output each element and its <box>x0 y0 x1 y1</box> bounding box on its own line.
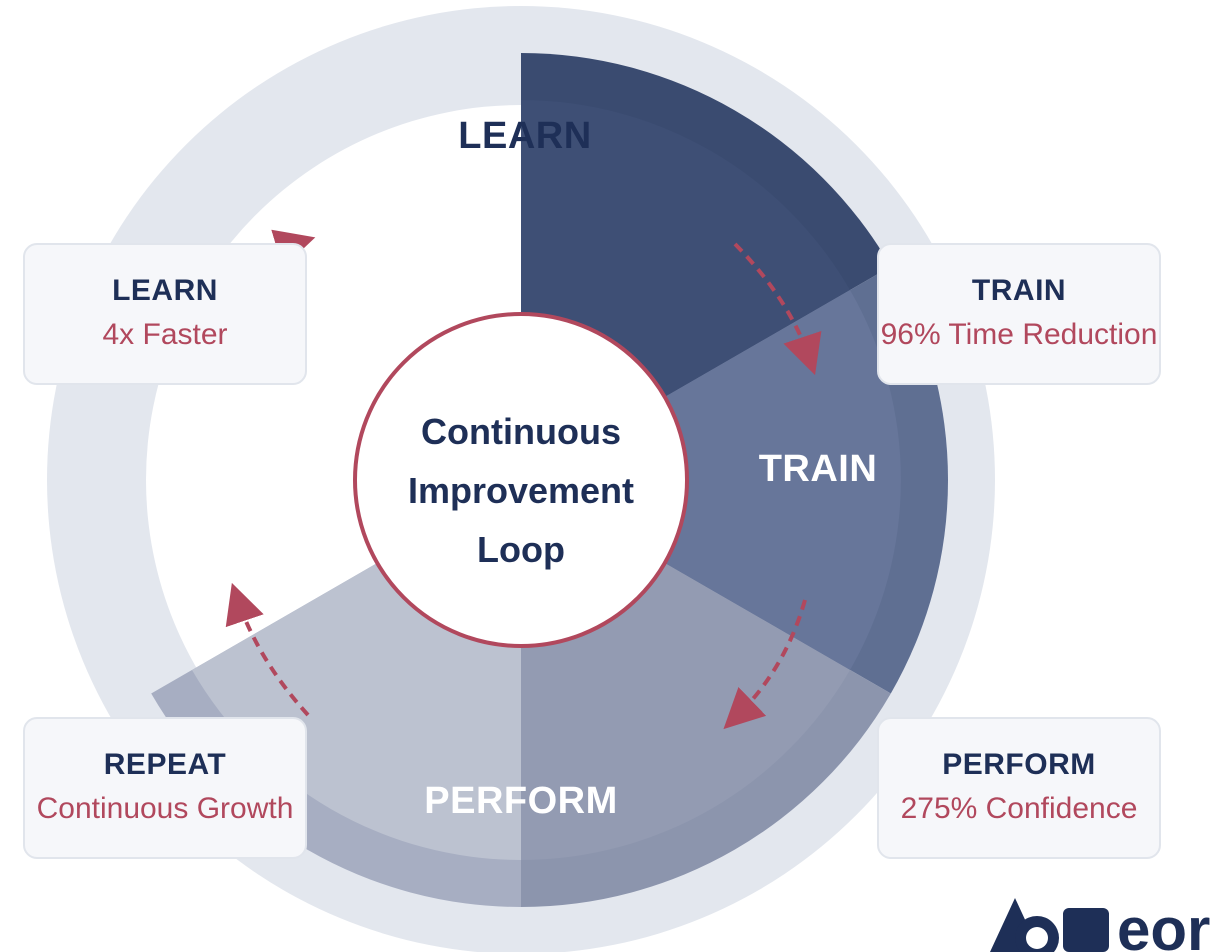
card-learn: LEARN 4x Faster <box>23 243 307 385</box>
center-title-line-1: Continuous <box>421 411 621 452</box>
card-repeat: REPEAT Continuous Growth <box>23 717 307 859</box>
card-perform: PERFORM 275% Confidence <box>877 717 1161 859</box>
segment-label-learn: LEARN <box>458 115 591 157</box>
card-repeat-title: REPEAT <box>103 747 227 781</box>
segment-train-inner <box>521 290 901 670</box>
arrow-learn-to-train <box>733 242 822 376</box>
segment-label-perform: PERFORM <box>424 780 618 822</box>
card-learn-title: LEARN <box>112 273 218 307</box>
center-title-line-2: Improvement <box>408 470 634 511</box>
arrow-repeat-to-learn <box>225 582 310 717</box>
card-repeat-subtitle: Continuous Growth <box>36 791 294 825</box>
brand-logo: eor <box>985 890 1214 952</box>
card-perform-title: PERFORM <box>942 747 1096 781</box>
arrow-train-to-perform <box>723 599 807 730</box>
center-circle <box>353 312 689 648</box>
card-perform-subtitle: 275% Confidence <box>900 791 1138 825</box>
card-train: TRAIN 96% Time Reduction <box>877 243 1161 385</box>
segment-label-train: TRAIN <box>759 448 878 490</box>
center-title-line-3: Loop <box>477 529 565 570</box>
card-learn-subtitle: 4x Faster <box>102 317 228 351</box>
logo-square-shape <box>1063 908 1109 952</box>
card-train-title: TRAIN <box>971 273 1067 307</box>
logo-wordmark: eor <box>1117 896 1210 952</box>
card-train-subtitle: 96% Time Reduction <box>880 317 1158 351</box>
